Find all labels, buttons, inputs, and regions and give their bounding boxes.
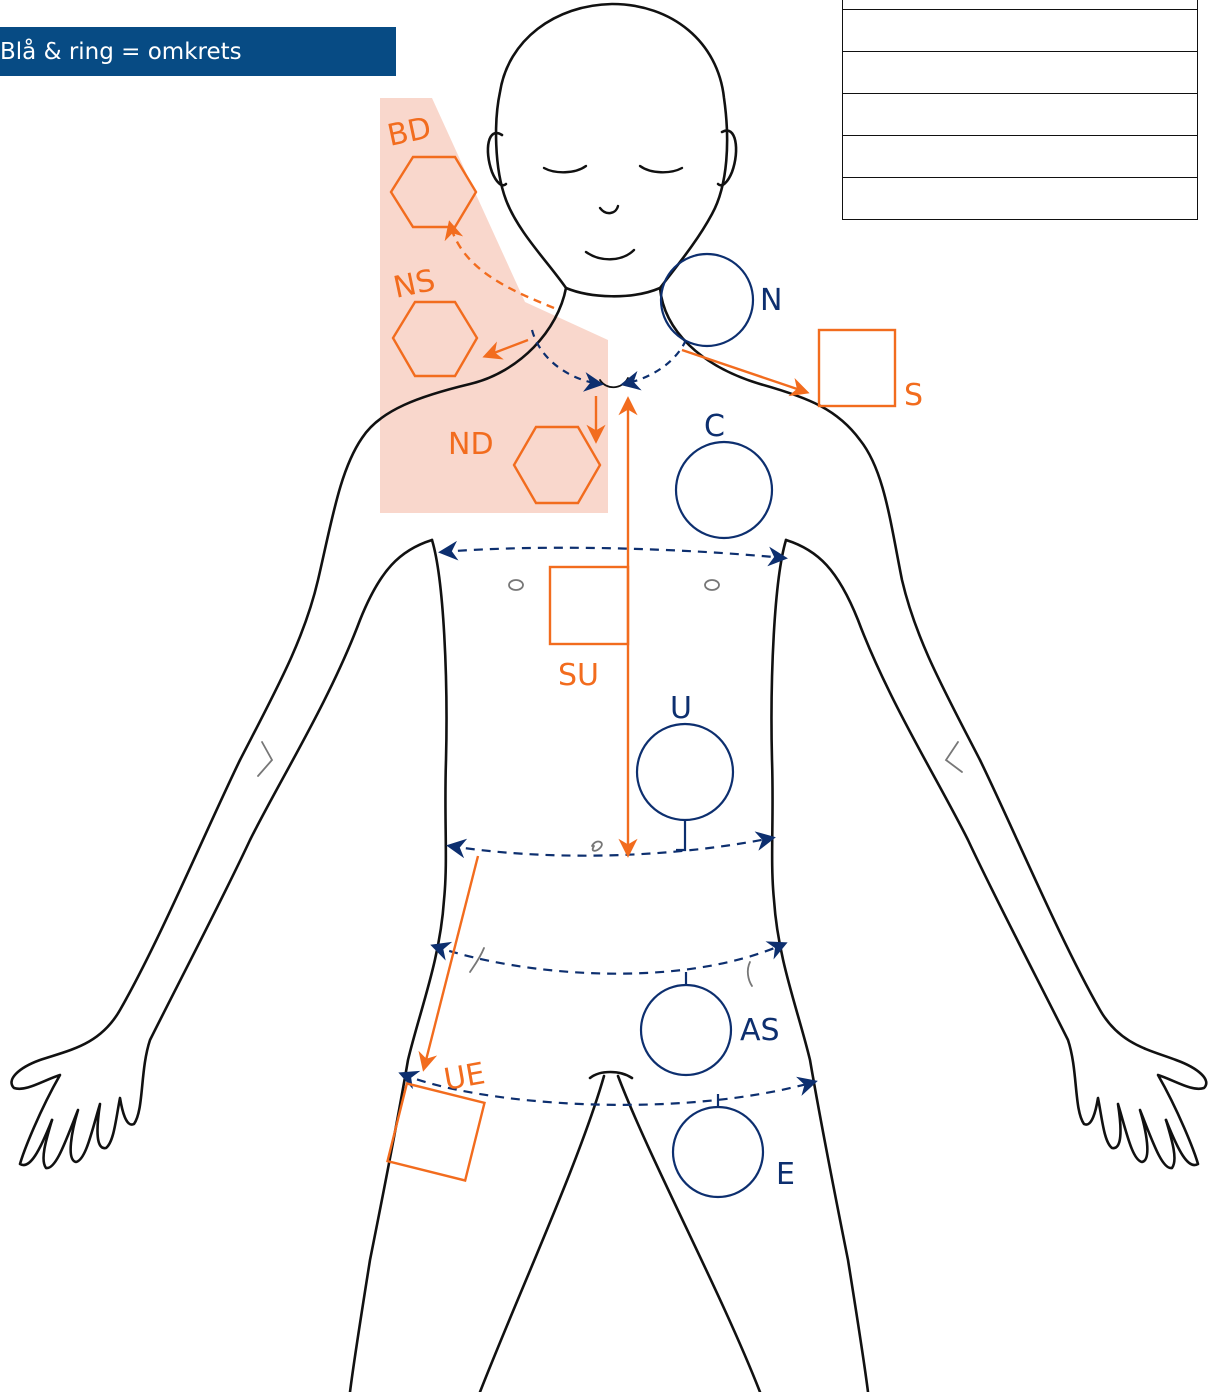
mouth bbox=[586, 250, 634, 259]
left-eye bbox=[544, 166, 586, 172]
blue-labels: N C U AS E bbox=[670, 283, 795, 1192]
right-hip-mark bbox=[748, 962, 752, 986]
right-elbow-mark bbox=[946, 742, 962, 772]
measure-E-circle bbox=[673, 1107, 763, 1197]
measure-U-circle bbox=[637, 724, 733, 820]
neck-to-S-arrow bbox=[682, 350, 806, 392]
neck-arc-right bbox=[624, 340, 686, 384]
waist-line bbox=[450, 838, 772, 856]
right-eye bbox=[640, 166, 682, 172]
head-outline bbox=[496, 4, 727, 288]
label-S: S bbox=[904, 378, 923, 413]
measure-N-circle bbox=[661, 254, 753, 346]
left-nipple bbox=[509, 580, 523, 590]
label-UE: UE bbox=[441, 1056, 487, 1098]
right-inner-leg bbox=[618, 1076, 760, 1392]
label-ND: ND bbox=[448, 427, 494, 462]
navel bbox=[592, 842, 602, 851]
measure-C-circle bbox=[676, 442, 772, 538]
label-U: U bbox=[670, 691, 692, 726]
body-details bbox=[258, 378, 962, 986]
chest-line bbox=[442, 548, 784, 558]
chin-line bbox=[566, 288, 660, 296]
left-hand-fingers bbox=[44, 540, 432, 1168]
nose bbox=[600, 206, 618, 213]
crotch-line bbox=[590, 1072, 632, 1078]
measure-AS-circle bbox=[641, 985, 731, 1075]
measure-UE-square bbox=[388, 1084, 485, 1181]
left-elbow-mark bbox=[258, 742, 272, 776]
face bbox=[544, 166, 682, 259]
right-nipple bbox=[705, 580, 719, 590]
hip-line bbox=[434, 944, 784, 974]
leg-length-arrow bbox=[424, 856, 478, 1068]
torso-left-side bbox=[350, 540, 446, 1392]
label-N: N bbox=[760, 283, 782, 318]
label-C: C bbox=[704, 409, 725, 444]
label-E: E bbox=[776, 1157, 795, 1192]
left-inner-leg bbox=[480, 1076, 604, 1392]
measure-S-square bbox=[819, 330, 895, 406]
torso-right-side bbox=[772, 540, 868, 1392]
measure-U-stem bbox=[676, 820, 685, 850]
label-AS: AS bbox=[740, 1013, 780, 1048]
measure-SU-square bbox=[550, 567, 628, 644]
right-hand-fingers bbox=[786, 540, 1174, 1168]
label-SU: SU bbox=[558, 658, 599, 693]
